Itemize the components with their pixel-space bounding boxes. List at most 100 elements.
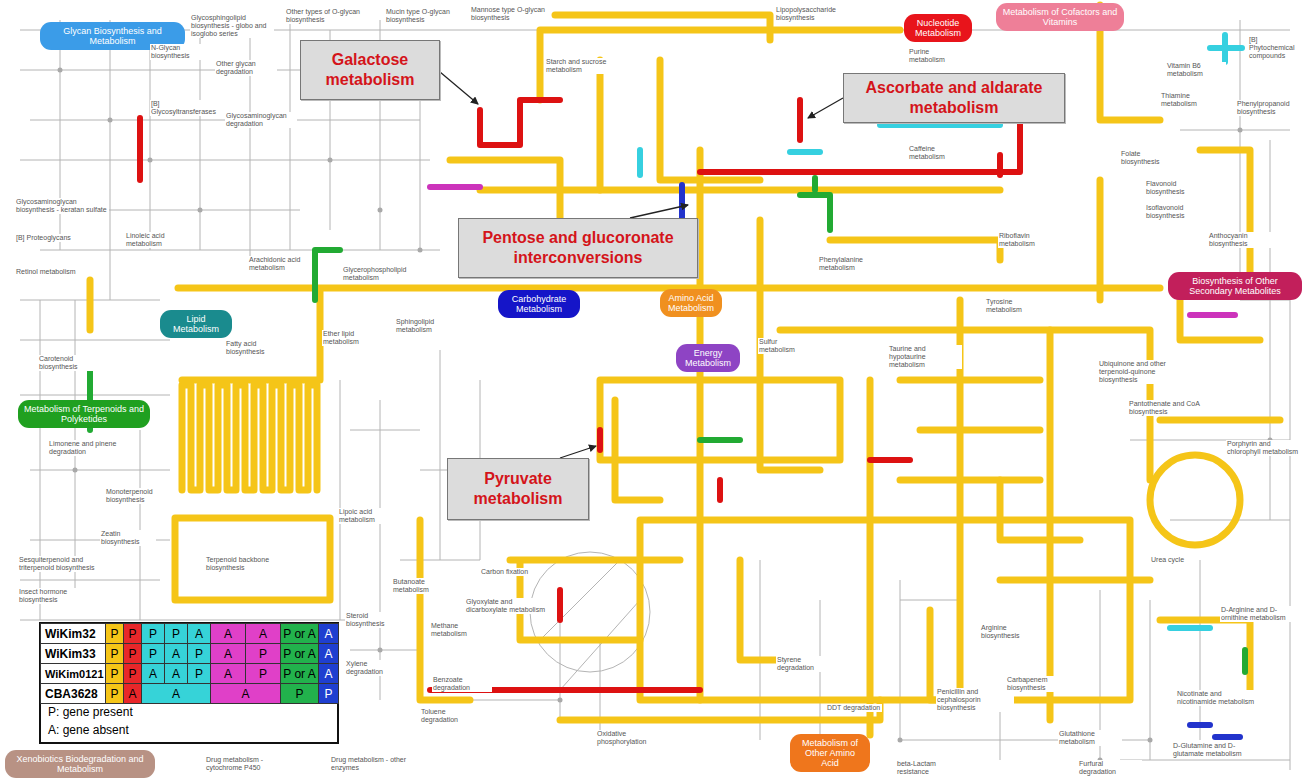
category-pill: Xenobiotics Biodegradation and Metabolis… [5,750,155,778]
pathway-label: Other types of O-glycan biosynthesis [285,8,362,24]
pathway-label: Mannose type O-glycan biosynthesis [470,6,547,22]
category-label: Energy Metabolism [682,348,734,368]
pathway-label: Xylene degradation [345,660,405,676]
category-pill: Metabolism of Other Amino Acid [790,734,870,772]
table-cell: P [105,623,124,644]
category-label: Xenobiotics Biodegradation and Metabolis… [11,754,149,774]
pathway-label: Porphyrin and chlorophyll metabolism [1226,440,1300,456]
pathway-label: Isoflavonoid biosynthesis [1145,204,1209,220]
pathway-label: [B] Proteoglycans [15,234,79,242]
pathway-label: Carotenoid biosynthesis [38,355,102,371]
table-cell: A [210,643,246,664]
pathway-label: Ether lipid metabolism [322,330,386,346]
pathway-label: Fatty acid biosynthesis [225,340,289,356]
category-label: Nucleotide Metabolism [910,18,966,38]
pathway-label: Urea cycle [1150,556,1194,564]
table-frame [40,623,338,743]
category-pill: Lipid Metabolism [160,310,232,338]
category-label: Metabolism of Terpenoids and Polyketides [24,404,144,424]
table-cell: A [210,663,246,684]
pathway-label: Lipoic acid metabolism [338,508,398,524]
strain-name: CBA3628 [40,683,106,704]
pathway-label: Starch and sucrose metabolism [545,58,609,74]
table-cell: P [187,663,211,684]
legend-note: P: gene present [48,705,133,719]
pathway-label: Oxidative phosphorylation [596,730,670,746]
pathway-label: Methane metabolism [430,622,492,638]
pathway-label: Anthocyanin biosynthesis [1208,232,1274,248]
pathway-label: Butanoate metabolism [392,578,454,594]
pathway-label: Nicotinate and nicotinamide metabolism [1176,690,1256,706]
pathway-label: beta-Lactam resistance [896,760,960,776]
pathway-label: Terpenoid backbone biosynthesis [205,556,291,572]
category-pill: Nucleotide Metabolism [904,14,972,42]
pathway-label: Tyrosine metabolism [985,298,1045,314]
pathway-label: Toluene degradation [420,708,480,724]
pathway-label: Carbapenem biosynthesis [1006,676,1070,692]
category-label: Metabolism of Cofactors and Vitamins [1002,7,1118,27]
table-cell: P [141,623,165,644]
table-cell: P [164,623,188,644]
pathway-label: Other glycan degradation [215,60,277,76]
table-cell: P [245,643,281,664]
callout-title: Ascorbate and aldarate metabolism [850,78,1058,118]
pathway-label: Penicillin and cephalosporin biosynthesi… [936,688,1014,712]
table-cell: A [210,683,281,704]
pathway-label: D-Glutamine and D-glutamate metabolism [1172,742,1258,758]
table-cell: A [318,623,339,644]
table-cell: P or A [280,623,319,644]
pathway-label: Ubiquinone and other terpenoid-quinone b… [1098,360,1194,384]
pathway-label: N-Glycan biosynthesis [150,44,212,60]
table-cell: A [245,623,281,644]
pathway-label: Thiamine metabolism [1160,92,1220,108]
table-cell: A [164,663,188,684]
table-cell: A [187,623,211,644]
shared-pathways [90,5,1280,735]
category-label: Glycan Biosynthesis and Metabolism [46,26,179,46]
table-cell: A [141,663,165,684]
pathway-label: Drug metabolism - other enzymes [330,756,410,772]
pathway-label: Glycerophospholipid metabolism [342,266,416,282]
callout-box: Ascorbate and aldarate metabolism [843,73,1065,123]
pathway-label: Glycosaminoglycan biosynthesis - keratan… [15,198,109,214]
table-cell: A [318,643,339,664]
pathway-label: Limonene and pinene degradation [48,440,122,456]
table-cell: P or A [280,643,319,664]
pathway-label: Insect hormone biosynthesis [18,588,92,604]
category-label: Metabolism of Other Amino Acid [796,738,864,768]
strain-specific-pathways [90,8,1245,737]
compound-dots [58,68,1273,763]
category-pill: Metabolism of Terpenoids and Polyketides [18,400,150,428]
pathway-label: Glyoxylate and dicarboxylate metabolism [465,598,549,614]
pathway-label: Zeatin biosynthesis [100,530,156,546]
pathway-label: Styrene degradation [776,656,836,672]
pathway-label: Benzoate degradation [432,676,492,692]
category-pill: Amino Acid Metabolism [660,289,722,317]
table-cell: A [318,663,339,684]
table-cell: A [210,623,246,644]
table-cell: P [123,663,142,684]
callout-arrows [440,72,843,458]
table-cell: P [105,683,124,704]
table-cell: P [123,623,142,644]
background-pathways [20,20,1290,770]
table-cell: P [318,683,339,704]
pathway-label: Furfural degradation [1078,760,1142,776]
table-cell: P [245,663,281,684]
table-cell: P [141,643,165,664]
category-pill: Carbohydrate Metabolism [498,290,580,318]
pathway-label: Mucin type O-glycan biosynthesis [385,8,457,24]
pathway-label: Sesquiterpenoid and triterpenoid biosynt… [18,556,102,572]
pathway-label: [B] Phytochemical compounds [1248,36,1300,60]
pathway-label: Drug metabolism - cytochrome P450 [205,756,291,772]
category-label: Biosynthesis of Other Secondary Metaboli… [1174,276,1296,296]
category-pill: Metabolism of Cofactors and Vitamins [996,3,1124,31]
callout-title: Pyruvate metabolism [454,469,582,509]
pathway-label: Phenylpropanoid biosynthesis [1236,100,1300,116]
category-label: Lipid Metabolism [166,314,226,334]
strain-name: WiKim0121 [40,663,106,684]
category-label: Carbohydrate Metabolism [504,294,574,314]
pathway-label: Caffeine metabolism [908,145,964,161]
category-pill: Biosynthesis of Other Secondary Metaboli… [1168,272,1302,300]
